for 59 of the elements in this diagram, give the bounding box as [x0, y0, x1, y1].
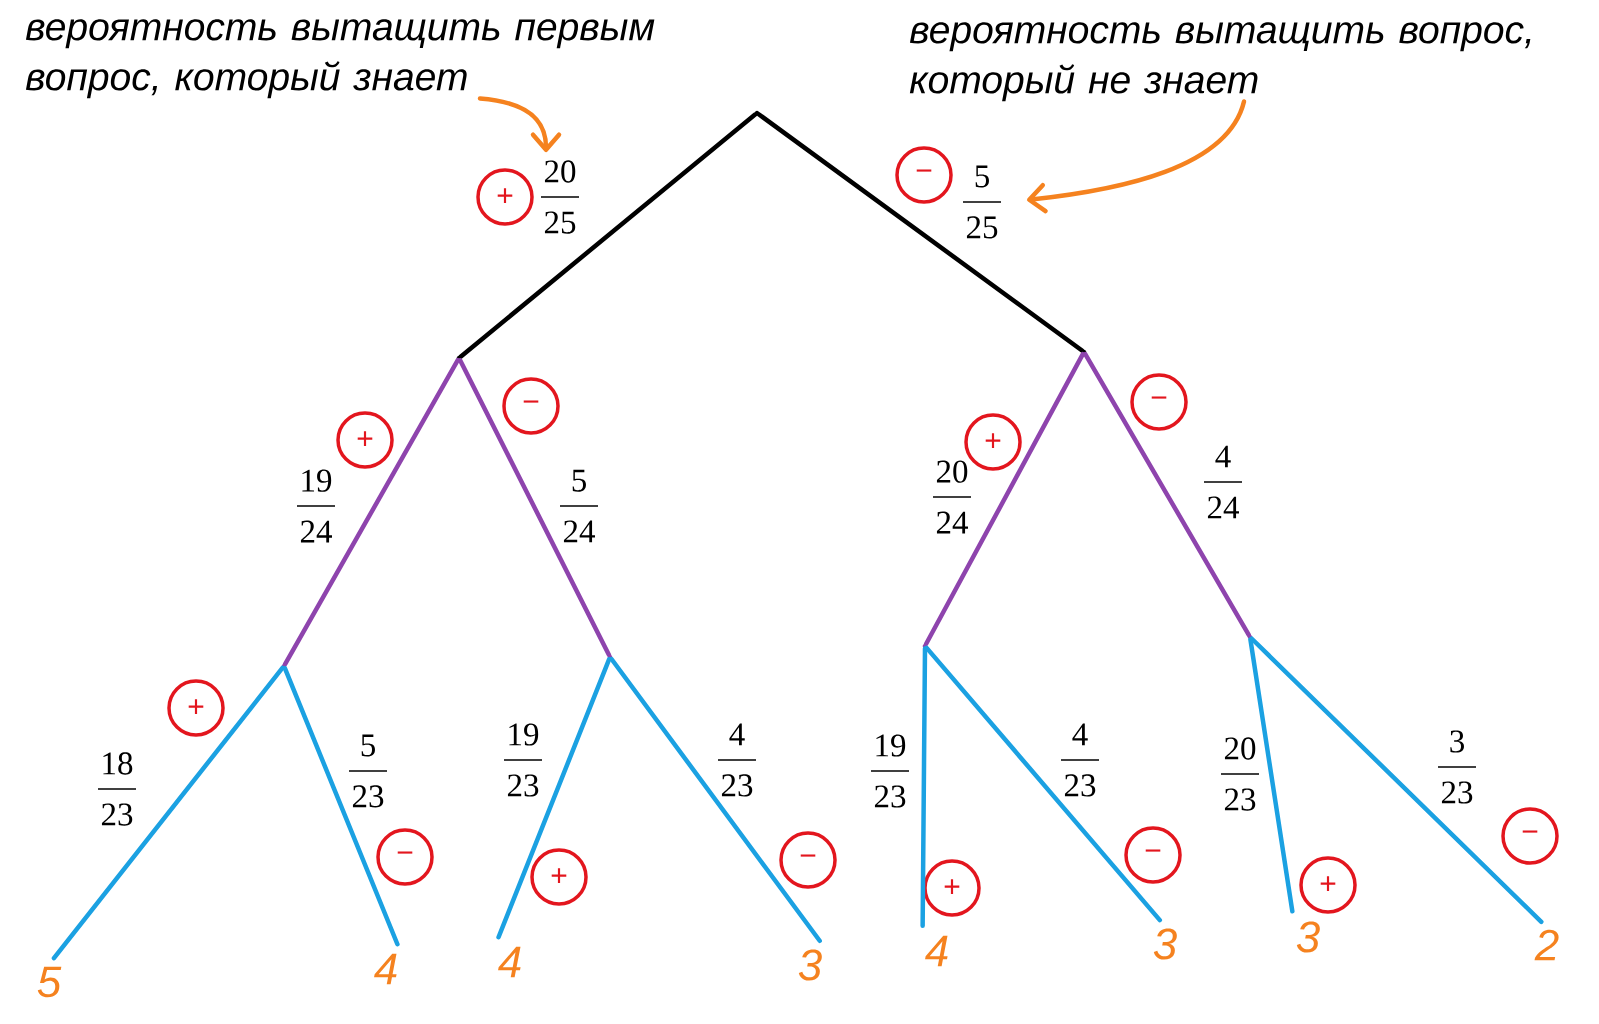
circled-sign: − [502, 377, 560, 435]
fraction-label: 5 24 [559, 469, 599, 543]
outcome-number: 2 [1534, 929, 1559, 961]
circled-sign: + [167, 679, 225, 737]
branch-point [1081, 349, 1087, 355]
branch-line [609, 656, 822, 944]
fraction-label: 3 23 [1437, 730, 1477, 804]
outcome-number: 3 [798, 949, 822, 981]
branch-point [922, 643, 928, 649]
circled-sign: − [895, 146, 953, 204]
fraction-label: 4 23 [1060, 723, 1100, 797]
circled-sign: + [336, 411, 394, 469]
branch-line [282, 666, 400, 947]
arrow [1027, 99, 1247, 214]
arrow [477, 96, 562, 152]
branch-line [496, 657, 612, 940]
fraction-label: 5 23 [348, 734, 388, 808]
branch-point [1247, 634, 1253, 640]
fraction-label: 5 25 [962, 165, 1002, 239]
fraction-label: 18 23 [97, 752, 137, 826]
branch-line [458, 112, 758, 359]
outcome-number: 3 [1153, 928, 1177, 960]
branch-point [281, 663, 287, 669]
outcome-number: 4 [498, 946, 521, 978]
branch-line [920, 646, 928, 928]
branch-line [756, 112, 1085, 353]
branch-line [924, 645, 1163, 923]
branch-line [1248, 637, 1295, 914]
annotation-text: вероятность вытащить вопрос, который не знает [909, 22, 1531, 102]
circled-sign: + [530, 848, 588, 906]
fraction-label: 19 24 [296, 469, 336, 543]
branch-line [51, 665, 285, 961]
branch-line [283, 357, 460, 667]
fraction-label: 19 23 [870, 734, 910, 808]
circled-sign: − [779, 831, 837, 889]
fraction-label: 20 25 [540, 160, 580, 234]
circled-sign: + [1299, 856, 1357, 914]
circled-sign: − [1124, 826, 1182, 884]
outcome-number: 3 [1296, 921, 1320, 953]
branch-point [607, 654, 613, 660]
outcome-number: 4 [925, 935, 948, 967]
branch-point [754, 110, 760, 116]
branch-line [457, 358, 612, 657]
circled-sign: − [376, 828, 434, 886]
circled-sign: + [476, 168, 534, 226]
fraction-label: 19 23 [503, 723, 543, 797]
circled-sign: + [923, 859, 981, 917]
circled-sign: − [1501, 807, 1559, 865]
fraction-label: 4 23 [717, 723, 757, 797]
outcome-number: 4 [374, 953, 397, 985]
fraction-label: 4 24 [1203, 445, 1243, 519]
fraction-label: 20 23 [1220, 737, 1260, 811]
branch-line [1249, 636, 1544, 925]
annotation-text: вероятность вытащить первым вопрос, который знает [25, 19, 655, 99]
branch-line [923, 351, 1086, 647]
circled-sign: − [1130, 373, 1188, 431]
branch-line [1083, 351, 1251, 638]
outcome-number: 5 [37, 966, 62, 998]
branch-point [456, 355, 462, 361]
